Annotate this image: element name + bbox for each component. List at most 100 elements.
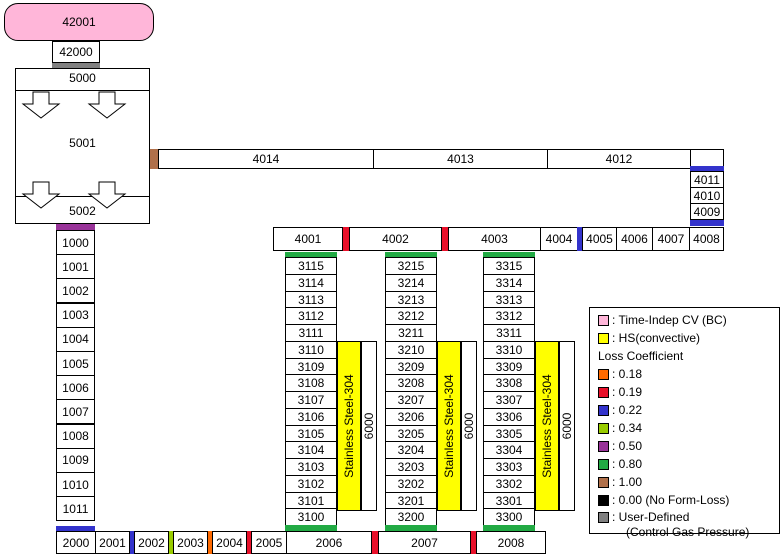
channel-cell[interactable]: 3215 (385, 257, 437, 275)
pipe-cell-4009[interactable]: 4009 (690, 203, 724, 220)
pipe-cell-4011[interactable]: 4011 (690, 171, 724, 188)
pipe-cell-4014[interactable]: 4014 (158, 149, 374, 169)
downcomer-cell[interactable]: 1010 (56, 472, 95, 497)
pipe-cell-4005[interactable]: 4005 (582, 227, 617, 251)
cell-label: 3105 (297, 426, 325, 441)
channel-cell[interactable]: 3105 (285, 424, 337, 443)
pipe-cell-4004[interactable]: 4004 (540, 227, 578, 251)
channel-cell[interactable]: 3101 (285, 491, 337, 510)
cell-label: 3103 (297, 460, 325, 474)
channel-cell[interactable]: 3106 (285, 407, 337, 426)
pipe-cell-4001[interactable]: 4001 (273, 227, 343, 251)
pipe-cell-2001[interactable]: 2001 (95, 531, 130, 554)
channel-cell[interactable]: 3312 (483, 307, 535, 326)
channel-cell[interactable]: 3108 (285, 374, 337, 393)
channel-cell[interactable]: 3313 (483, 290, 535, 309)
channel-cell[interactable]: 3309 (483, 357, 535, 376)
down-arrow-icon (21, 91, 127, 209)
pipe-cell-4003[interactable]: 4003 (448, 227, 541, 251)
channel-cell[interactable]: 3104 (285, 441, 337, 460)
channel-cell[interactable]: 3213 (385, 290, 437, 309)
channel-cell[interactable]: 3310 (483, 340, 535, 359)
channel-cell[interactable]: 3210 (385, 340, 437, 359)
channel-cell[interactable]: 3211 (385, 324, 437, 342)
pipe-cell-2003[interactable]: 2003 (173, 531, 208, 554)
channel-cell[interactable]: 3103 (285, 458, 337, 476)
channel-cell[interactable]: 3308 (483, 374, 535, 393)
heat-structure[interactable]: Stainless Steel-304 (337, 341, 361, 511)
legend-swatch-gray (598, 511, 609, 523)
pipe-cell-2006[interactable]: 2006 (286, 531, 372, 554)
channel-cell[interactable]: 3200 (385, 508, 437, 527)
pipe-cell-4010[interactable]: 4010 (690, 187, 724, 204)
pipe-cell-2004[interactable]: 2004 (212, 531, 247, 554)
channel-cell[interactable]: 3302 (483, 474, 535, 493)
pipe-cell-2008[interactable]: 2008 (476, 531, 546, 554)
downcomer-cell[interactable]: 1007 (56, 399, 95, 425)
pipe-cell-4013[interactable]: 4013 (373, 149, 548, 169)
channel-cell[interactable]: 3305 (483, 424, 535, 443)
channel-cell[interactable]: 3100 (285, 508, 337, 527)
cell-label: 1000 (62, 235, 89, 250)
legend-hs: : HS(convective) (598, 331, 700, 345)
downcomer-cell[interactable]: 1006 (56, 375, 95, 401)
pipe-cell-4007[interactable]: 4007 (652, 227, 690, 251)
channel-cell[interactable]: 3114 (285, 273, 337, 292)
heat-structure[interactable]: Stainless Steel-304 (535, 341, 559, 511)
pipe-cell-2005[interactable]: 2005 (251, 531, 287, 554)
pipe-cell-4012[interactable]: 4012 (547, 149, 691, 169)
cell-label: 1007 (62, 404, 89, 419)
channel-cell[interactable]: 3300 (483, 508, 535, 527)
heat-structure[interactable]: Stainless Steel-304 (437, 341, 461, 511)
channel-cell[interactable]: 3107 (285, 391, 337, 409)
channel-cell[interactable]: 3315 (483, 257, 535, 275)
channel-cell[interactable]: 3314 (483, 273, 535, 292)
channel-cell[interactable]: 3203 (385, 458, 437, 476)
channel-cell[interactable]: 3307 (483, 391, 535, 409)
valve-42000[interactable]: 42000 (52, 41, 100, 63)
legend-swatch-pink (598, 314, 609, 326)
channel-cell[interactable]: 3109 (285, 357, 337, 376)
downcomer-cell[interactable]: 1004 (56, 326, 95, 352)
channel-cell[interactable]: 3214 (385, 273, 437, 292)
downcomer-cell[interactable]: 1005 (56, 351, 95, 376)
bc-volume-42001[interactable]: 42001 (4, 3, 154, 41)
channel-cell[interactable]: 3207 (385, 391, 437, 409)
channel-cell[interactable]: 3304 (483, 441, 535, 460)
legend-swatch-blue (598, 404, 609, 416)
channel-cell[interactable]: 3110 (285, 340, 337, 359)
channel-cell[interactable]: 3111 (285, 324, 337, 342)
channel-cell[interactable]: 3301 (483, 491, 535, 510)
downcomer-cell[interactable]: 1003 (56, 302, 95, 328)
downcomer-cell[interactable]: 1008 (56, 423, 95, 449)
channel-cell[interactable]: 3303 (483, 458, 535, 476)
valve-label: 42000 (59, 45, 93, 59)
legend: : Time-Indep CV (BC) : HS(convective) Lo… (589, 307, 780, 539)
downcomer-cell[interactable]: 1002 (56, 278, 95, 304)
channel-cell[interactable]: 3311 (483, 324, 535, 342)
channel-cell[interactable]: 3306 (483, 407, 535, 426)
downcomer-cell[interactable]: 1001 (56, 254, 95, 280)
channel-cell[interactable]: 3206 (385, 407, 437, 426)
channel-cell[interactable]: 3209 (385, 357, 437, 376)
pipe-cell-2002[interactable]: 2002 (134, 531, 169, 554)
channel-cell[interactable]: 3201 (385, 491, 437, 510)
downcomer-cell[interactable]: 1009 (56, 447, 95, 473)
pipe-cell-4002[interactable]: 4002 (349, 227, 442, 251)
channel-cell[interactable]: 3115 (285, 257, 337, 275)
cell-label: 3305 (495, 426, 523, 441)
channel-cell[interactable]: 3113 (285, 290, 337, 309)
channel-cell[interactable]: 3112 (285, 307, 337, 326)
pipe-cell-4008[interactable]: 4008 (689, 227, 724, 251)
pipe-cell-2007[interactable]: 2007 (378, 531, 471, 554)
channel-cell[interactable]: 3102 (285, 474, 337, 493)
pipe-cell-2000[interactable]: 2000 (56, 531, 96, 554)
downcomer-cell[interactable]: 1011 (56, 496, 95, 522)
channel-cell[interactable]: 3204 (385, 441, 437, 460)
channel-cell[interactable]: 3212 (385, 307, 437, 326)
channel-cell[interactable]: 3208 (385, 374, 437, 393)
channel-cell[interactable]: 3205 (385, 424, 437, 443)
downcomer-cell[interactable]: 1000 (56, 230, 95, 255)
channel-cell[interactable]: 3202 (385, 474, 437, 493)
pipe-cell-4006[interactable]: 4006 (616, 227, 653, 251)
